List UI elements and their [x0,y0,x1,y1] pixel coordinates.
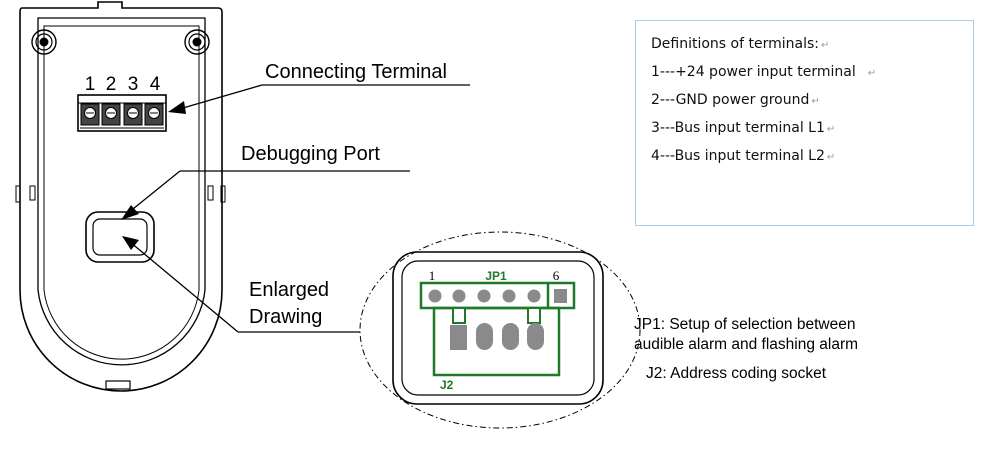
connecting-terminal-label: Connecting Terminal [265,61,447,83]
pin-1-label: 1 [429,268,436,283]
jp1-pin-3 [477,289,491,303]
jp1-header [419,281,576,310]
callout-enlarged [122,236,360,333]
j2-socket [432,306,561,377]
definition-item-2: 2---GND power ground↵ [651,92,820,108]
inner-clip-right [207,185,214,201]
screw-top-left [31,29,57,55]
terminal-block [77,94,167,132]
jp1-pin-6 [554,289,567,303]
device-housing [15,1,226,392]
housing-inner [37,17,206,366]
terminal-definitions-box: Definitions of terminals:↵ 1---+24 power… [635,20,974,226]
return-mark-icon: ↵ [820,40,830,51]
terminal-number-1: 1 [85,74,96,95]
j2-note: J2: Address coding socket [646,365,827,382]
j2-pin-1 [450,325,467,350]
housing-outer [19,1,223,392]
jp1-pin-1 [428,289,442,303]
callout-debugging-port [121,170,410,220]
terminal-number-3: 3 [128,74,139,95]
debugging-port-label: Debugging Port [241,143,380,165]
jp1-note-line2: audible alarm and flashing alarm [634,336,858,353]
return-mark-icon: ↵ [826,124,836,135]
terminal-number-4: 4 [150,74,161,95]
definition-item-4: 4---Bus input terminal L2↵ [651,148,836,164]
return-mark-icon: ↵ [811,96,820,107]
j2-label: J2 [440,378,454,392]
j2-pin-2 [476,323,493,350]
side-clip-right [220,185,226,203]
side-clip-left [15,185,21,203]
return-mark-icon: ↵ [867,68,877,79]
jp1-pin-2 [452,289,466,303]
jp1-pin-4 [502,289,516,303]
terminal-number-2: 2 [106,74,117,95]
enlarged-port-outline [392,251,604,405]
j2-pin-4 [527,323,544,350]
return-mark-icon: ↵ [826,152,836,163]
bottom-clip [105,380,131,390]
jp1-note-line1: JP1: Setup of selection between [634,316,855,333]
jp1-label: JP1 [485,269,507,283]
inner-clip-left [29,185,36,201]
debugging-port [85,211,155,263]
enlarged-label-line1: Enlarged [249,279,329,301]
enlarged-dashed-circle [359,231,641,429]
screw-top-right [184,29,210,55]
definitions-title: Definitions of terminals:↵ [651,36,830,52]
callout-connecting-terminal [168,84,470,114]
pin-6-label: 6 [553,268,560,283]
enlarged-label-line2: Drawing [249,306,322,328]
jp1-pin-5 [527,289,541,303]
definition-item-1: 1---+24 power input terminal↵ [651,64,877,80]
j2-pin-3 [502,323,519,350]
definition-item-3: 3---Bus input terminal L1↵ [651,120,836,136]
housing-inner-2 [43,25,200,360]
